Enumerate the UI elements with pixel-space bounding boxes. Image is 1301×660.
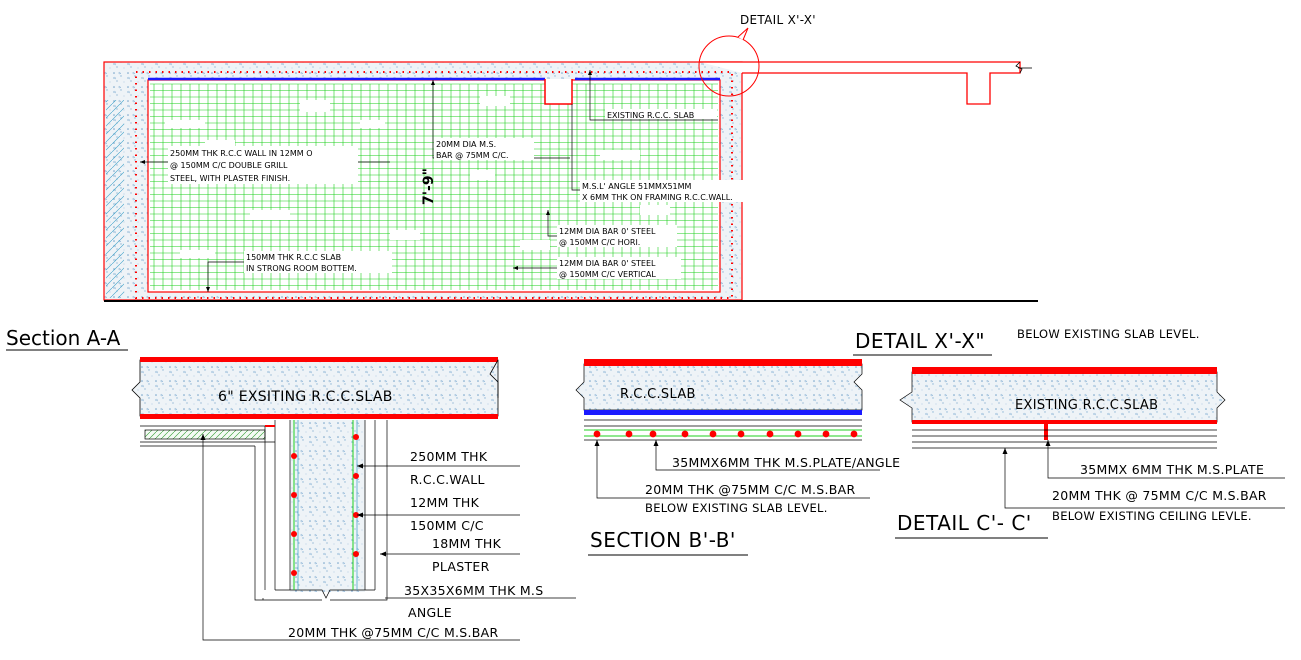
detail-x-slab-label: EXISTING R.C.C.SLAB — [1015, 398, 1158, 413]
break-line — [1015, 61, 1023, 74]
section-b-label-1: 35MMX6MM THK M.S.PLATE/ANGLE — [672, 455, 900, 470]
section-b-slab-label: R.C.C.SLAB — [620, 387, 696, 402]
section-a-label-1: 250MM THK — [410, 449, 488, 464]
section-a-bar-hatch — [144, 429, 266, 440]
section-b-title: SECTION B'-B' — [590, 528, 736, 552]
rebar-gap — [640, 205, 670, 215]
detail-x-slab — [899, 371, 1226, 423]
section-a-label-4: 150MM C/C — [410, 518, 484, 533]
section-b-slab-top — [584, 359, 862, 366]
rebar-gap — [360, 120, 385, 128]
section-a-title: Section A-A — [6, 326, 121, 350]
existing-slab-extension — [700, 61, 1021, 105]
section-b-label-2: 20MM THK @75MM C/C M.S.BAR — [645, 482, 856, 497]
section-a-label-8: ANGLE — [408, 605, 452, 620]
wall-label-2: @ 150MM C/C DOUBLE GRILL — [170, 161, 288, 170]
rebar-gap — [165, 120, 205, 128]
rebar-gap — [390, 230, 420, 240]
section-b-slab — [575, 363, 863, 411]
section-a-slab-label: 6" EXSITING R.C.C.SLAB — [218, 389, 393, 405]
detail-c-c: DETAIL C'- C' — [895, 511, 1048, 539]
angle-label-1: M.S.L' ANGLE 51MMX51MM — [582, 182, 692, 191]
detail-x-title: DETAIL X'-X" — [855, 329, 985, 353]
detail-x-label-1: 35MMX 6MM THK M.S.PLATE — [1080, 462, 1264, 477]
detail-x-slab-top — [912, 367, 1217, 374]
rebar-gap — [205, 140, 235, 150]
section-a-label-7: 35X35X6MM THK M.S — [404, 583, 543, 598]
section-a-label-2: R.C.C.WALL — [410, 472, 485, 487]
existing-slab-label: EXISTING R.C.C. SLAB — [607, 111, 694, 120]
top-section-view: DETAIL X'-X' 7'-9" — [103, 13, 1038, 302]
section-a-slab-bottom — [140, 414, 498, 419]
slab-label-1: 150MM THK R.C.C SLAB — [246, 253, 341, 262]
bar-label-1: 20MM DIA M.S. — [436, 140, 496, 149]
leader-arrows — [140, 70, 592, 292]
wall-label-3: STEEL, WITH PLASTER FINISH. — [170, 174, 290, 183]
left-wall-hatch — [106, 100, 124, 298]
bar-label-2: BAR @ 75MM C/C. — [436, 151, 509, 160]
detail-x-label-2: 20MM THK @ 75MM C/C M.S.BAR — [1052, 488, 1267, 503]
rebar-gap — [250, 210, 290, 220]
section-b-b: R.C.C.SLAB 35MMX6MM THK M.S.PLATE/ANGLE … — [575, 359, 900, 556]
section-a-a: Section A-A 6" EXSITING R.C.C.SLAB — [6, 326, 576, 641]
section-a-slab — [131, 359, 499, 417]
vert-label-2: @ 150MM C/C VERTICAL — [559, 270, 656, 279]
hori-label-2: @ 150MM C/C HORI. — [559, 238, 640, 247]
hori-label-1: 12MM DIA BAR 0' STEEL — [559, 227, 656, 236]
section-a-slab-break-right — [489, 359, 499, 398]
rebar-gap — [180, 250, 215, 258]
detail-x-note: BELOW EXISTING SLAB LEVEL. — [1017, 327, 1200, 341]
rebar-gap — [480, 96, 510, 106]
section-a-label-9: 20MM THK @75MM C/C M.S.BAR — [288, 625, 499, 640]
detail-x-label-3: BELOW EXISTING CEILING LEVLE. — [1052, 509, 1252, 523]
rebar-gap — [300, 100, 330, 112]
section-a-wall — [290, 420, 365, 592]
section-a-label-6: PLASTER — [432, 559, 490, 574]
angle-label-2: X 6MM THK ON FRAMING R.C.C.WALL. — [582, 193, 733, 202]
rebar-gap — [600, 150, 640, 160]
section-b-label-3: BELOW EXISTING SLAB LEVEL. — [645, 501, 828, 515]
rebar-gap — [520, 240, 550, 250]
detail-callout-tail — [737, 27, 749, 41]
section-b-blue-plate — [584, 410, 862, 415]
detail-x-x: DETAIL X'-X" BELOW EXISTING SLAB LEVEL. … — [853, 327, 1285, 523]
detail-c-title: DETAIL C'- C' — [897, 511, 1032, 535]
slab-label-2: IN STRONG ROOM BOTTEM. — [246, 264, 357, 273]
section-a-slab-top — [140, 357, 498, 362]
detail-callout-circle — [698, 35, 760, 97]
section-b-rebar-dots — [593, 430, 858, 438]
beam-notch — [544, 79, 573, 105]
vert-label-1: 12MM DIA BAR 0' STEEL — [559, 259, 656, 268]
height-dimension: 7'-9" — [421, 168, 437, 205]
section-a-label-5: 18MM THK — [432, 536, 502, 551]
section-a-label-3: 12MM THK — [410, 495, 480, 510]
detail-callout-label: DETAIL X'-X' — [740, 13, 816, 27]
section-a-rebar-dots — [291, 434, 359, 576]
rebar-gap — [470, 170, 495, 180]
detail-x-slab-bottom — [912, 420, 1217, 424]
wall-label-1: 250MM THK R.C.C WALL IN 12MM O — [170, 149, 313, 158]
